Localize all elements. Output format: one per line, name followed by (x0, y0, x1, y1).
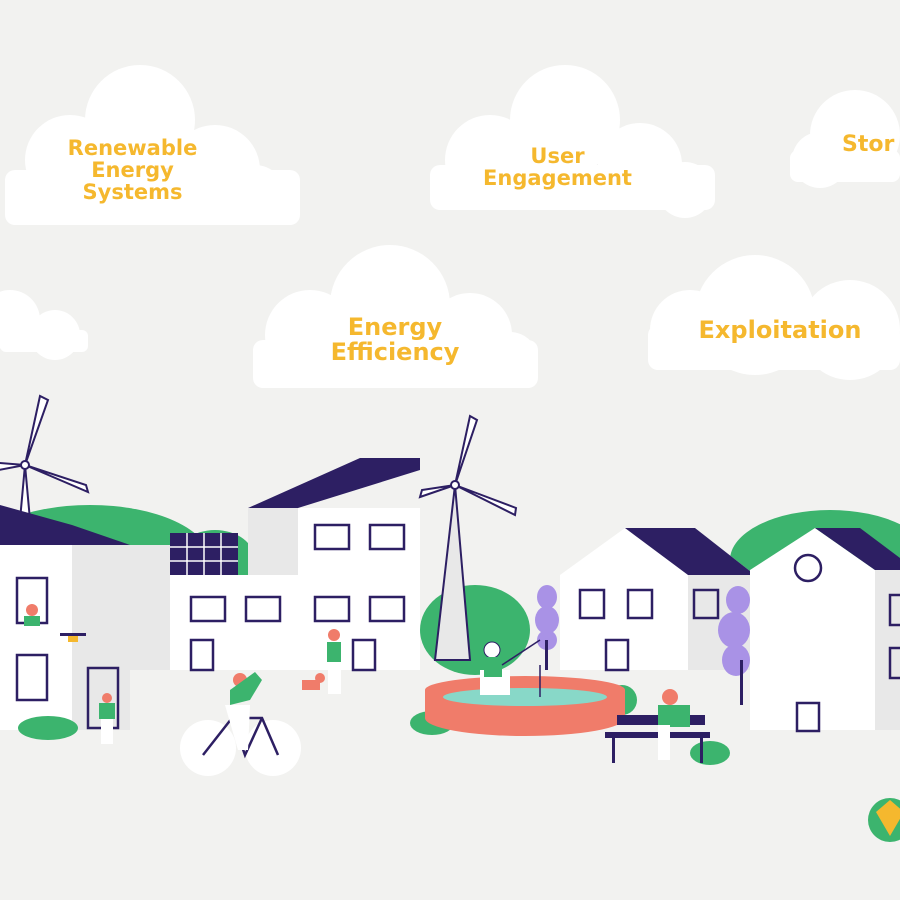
wind-turbine-icon (418, 414, 518, 661)
cloud-renewable (5, 65, 300, 225)
house-icon (750, 528, 900, 733)
cloud-exploitation (648, 255, 900, 380)
cloud-label-energy-efficiency: Energy Efficiency (330, 313, 460, 367)
cloud-storage (790, 90, 900, 188)
cloud-energy-efficiency (253, 245, 538, 388)
dog-icon (302, 673, 325, 690)
solar-panel-icon (170, 533, 238, 575)
drone-icon (60, 633, 86, 642)
cloud-user-engagement (430, 65, 715, 218)
fountain-icon (425, 639, 625, 736)
cloud-label-exploitation: Exploitation (698, 316, 862, 344)
bench-icon (605, 689, 710, 763)
house-icon (560, 528, 755, 672)
wind-turbine-icon (0, 394, 90, 521)
logo-icon (868, 798, 900, 842)
cloud-label-user-engagement: User Engagement (483, 144, 632, 191)
person-icon (99, 693, 115, 744)
person-icon (327, 629, 341, 694)
bush-icon (18, 685, 730, 765)
tree-icon (535, 585, 559, 670)
house-icon (0, 505, 130, 730)
cloud-label-storage: Stor (842, 132, 895, 157)
cloud-label-renewable: Renewable Energy Systems (67, 136, 198, 205)
tree-icon (718, 586, 750, 705)
bicycle-icon (180, 672, 301, 776)
house-icon (130, 458, 420, 672)
cloud-left-partial (0, 290, 88, 360)
